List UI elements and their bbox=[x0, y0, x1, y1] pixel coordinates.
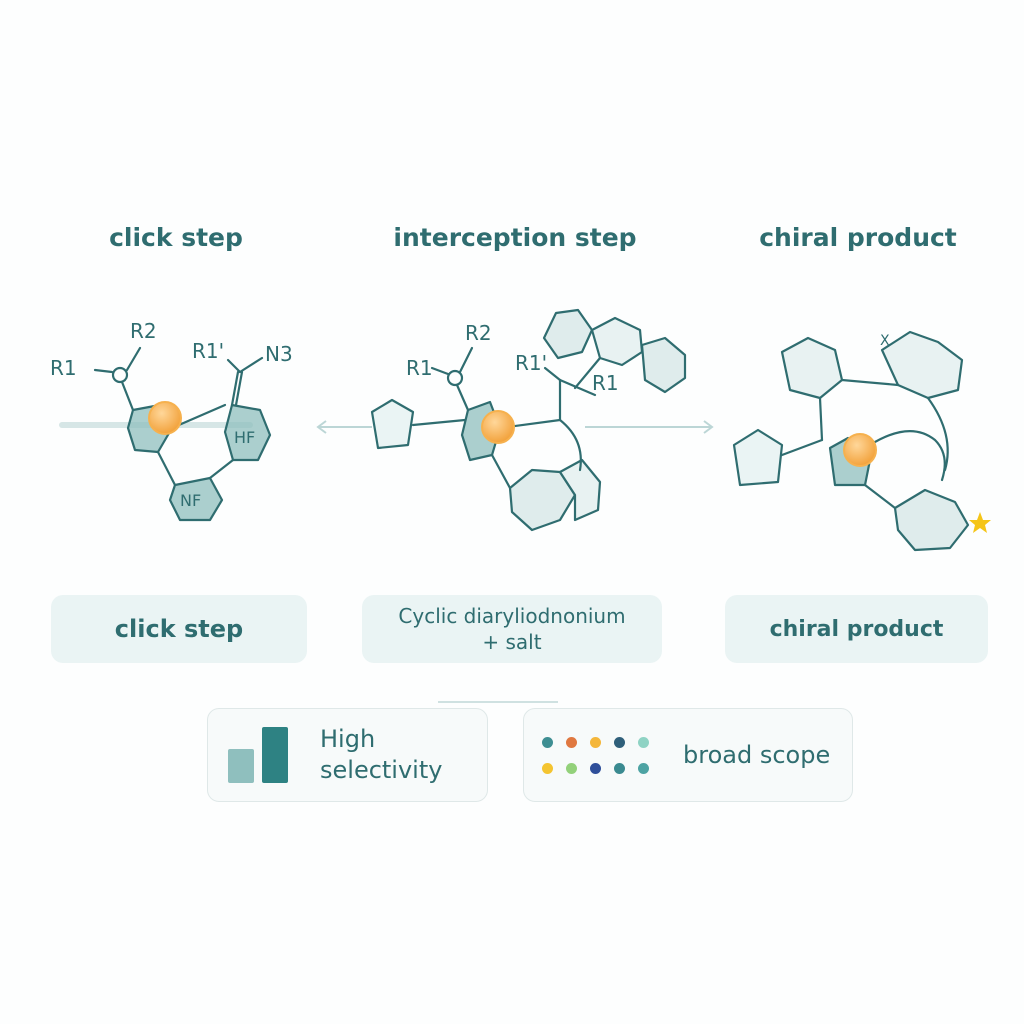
label-r2: R2 bbox=[130, 319, 157, 343]
title-chiral-product: chiral product bbox=[759, 223, 957, 252]
selectivity-line2: selectivity bbox=[320, 756, 443, 784]
molecule-interception-step bbox=[370, 308, 687, 532]
label-nf: NF bbox=[180, 491, 201, 510]
scope-dot bbox=[590, 762, 601, 774]
scope-dot bbox=[542, 762, 553, 774]
pill-reagent-line2: + salt bbox=[482, 630, 542, 654]
label-r1-middle: R1 bbox=[406, 356, 433, 380]
pill-click-step-label: click step bbox=[114, 615, 244, 643]
bar-chart-icon bbox=[228, 727, 292, 783]
label-r1-prime: R1' bbox=[192, 339, 224, 363]
arrow-left-icon bbox=[316, 420, 372, 434]
label-r2-middle: R2 bbox=[465, 321, 492, 345]
catalyst-atom-left bbox=[148, 401, 182, 435]
label-r1-second-middle: R1 bbox=[592, 371, 619, 395]
pill-chiral-product: chiral product bbox=[725, 595, 988, 663]
divider-line bbox=[438, 701, 558, 703]
bar-chart-icon-high-bar bbox=[262, 727, 288, 783]
title-interception-step: interception step bbox=[393, 223, 637, 252]
scope-dot bbox=[590, 736, 601, 748]
pill-chiral-product-label: chiral product bbox=[769, 616, 944, 642]
selectivity-line1: High bbox=[320, 725, 376, 753]
scope-dot bbox=[614, 736, 625, 748]
scope-dot bbox=[566, 736, 577, 748]
pill-interception-reagent: Cyclic diaryliodnonium + salt bbox=[362, 595, 662, 663]
molecule-click-step bbox=[93, 346, 272, 522]
scope-label: broad scope bbox=[683, 740, 831, 769]
label-n3: N3 bbox=[265, 342, 293, 366]
label-r1-prime-middle: R1' bbox=[515, 351, 547, 375]
scope-dot bbox=[638, 736, 649, 748]
dot-grid-icon bbox=[542, 736, 649, 774]
pill-reagent-line1: Cyclic diaryliodnonium bbox=[398, 604, 626, 628]
catalyst-atom-middle bbox=[481, 410, 515, 444]
reaction-scheme: R1 R2 R1' N3 HF NF R1 R2 R1' R1 bbox=[50, 308, 991, 552]
label-x: X bbox=[880, 333, 890, 349]
scope-dot bbox=[638, 762, 649, 774]
scope-dot bbox=[614, 762, 625, 774]
star-icon bbox=[969, 512, 991, 533]
title-click-step: click step bbox=[109, 223, 243, 252]
card-broad-scope: broad scope bbox=[523, 708, 853, 802]
arrow-right-icon bbox=[585, 420, 714, 434]
scope-dot bbox=[542, 736, 553, 748]
selectivity-text: High selectivity bbox=[320, 724, 442, 786]
card-high-selectivity: High selectivity bbox=[207, 708, 488, 802]
label-r1: R1 bbox=[50, 356, 77, 380]
bar-chart-icon-low-bar bbox=[228, 749, 254, 783]
scope-dot bbox=[566, 762, 577, 774]
pill-click-step: click step bbox=[51, 595, 307, 663]
catalyst-atom-right bbox=[843, 433, 877, 467]
label-hf: HF bbox=[234, 428, 255, 447]
